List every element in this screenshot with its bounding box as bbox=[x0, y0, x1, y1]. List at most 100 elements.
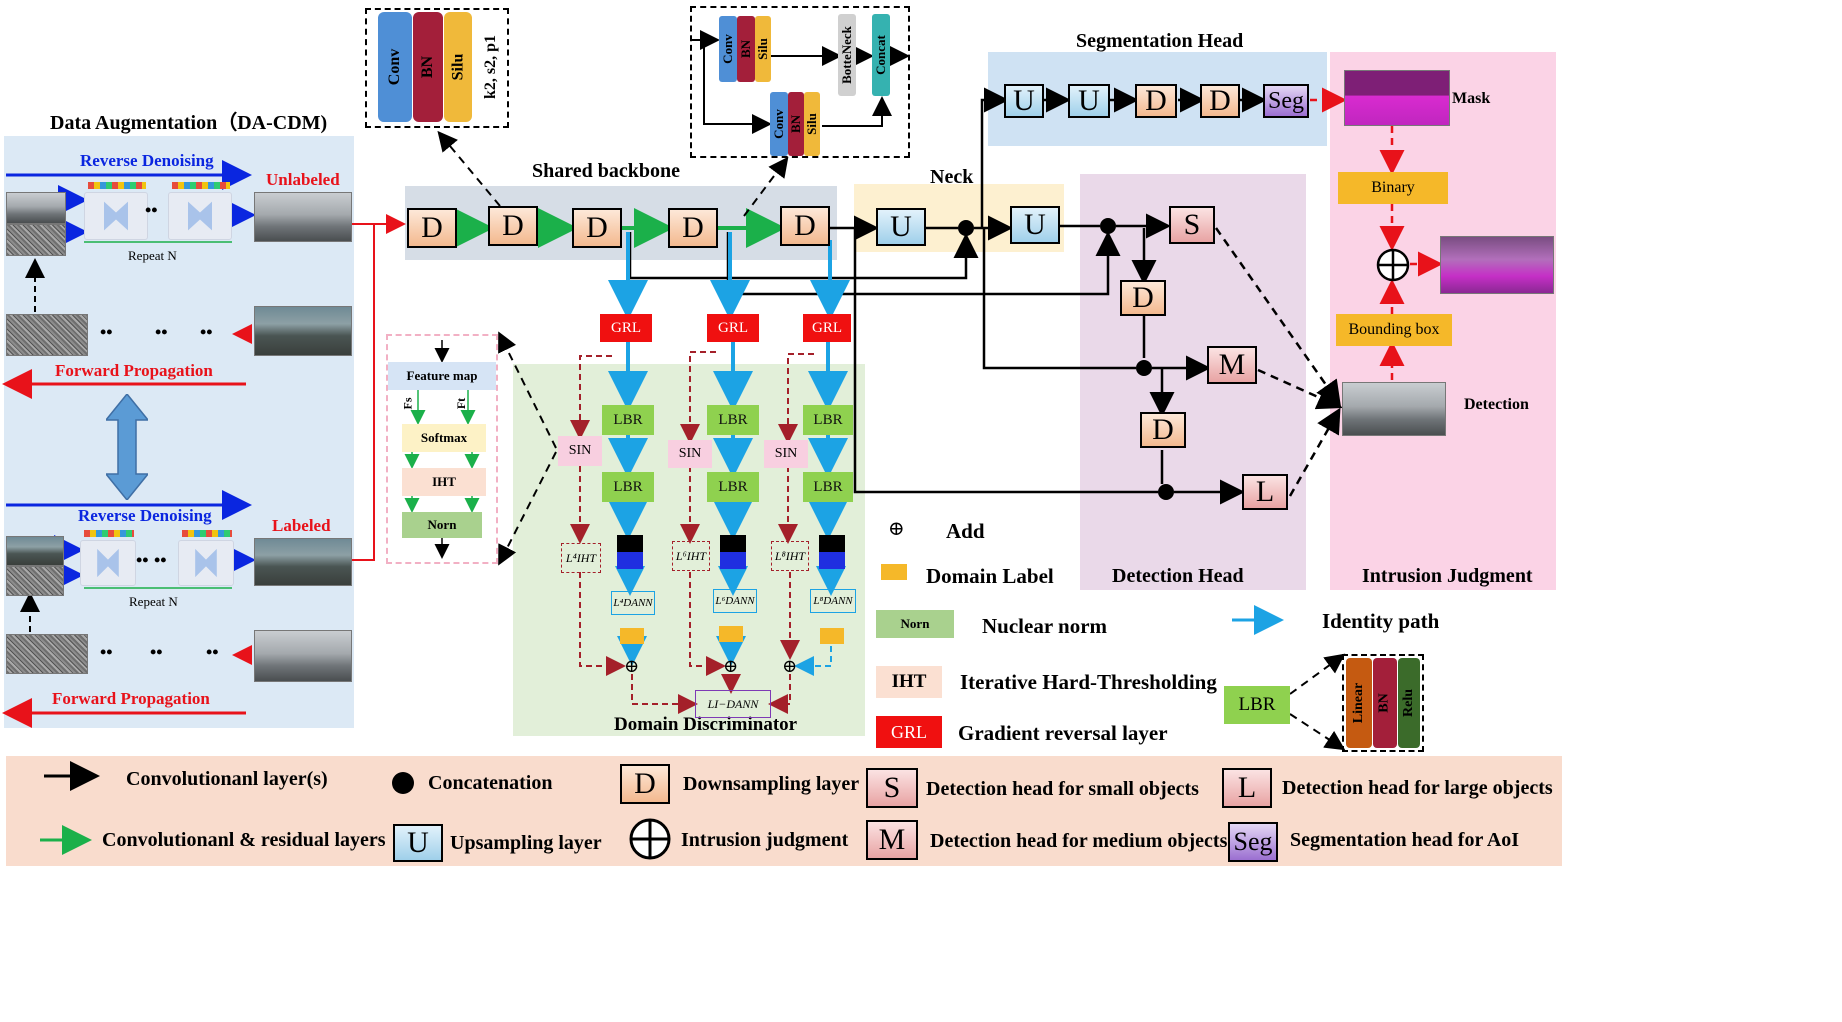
forward-propagation-top: Forward Propagation bbox=[55, 361, 213, 380]
iht-loss-3: L⁸IHT bbox=[771, 541, 809, 571]
bn-layer: BN bbox=[413, 12, 443, 122]
dann-loss-1: L⁴DANN bbox=[611, 591, 655, 615]
unet-icon bbox=[178, 540, 234, 586]
legend-downsample-text: Downsampling layer bbox=[683, 773, 860, 795]
legend-small-text: Detection head for small objects bbox=[926, 778, 1199, 800]
iht-legend-box: IHT bbox=[876, 666, 942, 698]
det-downsample-2: D bbox=[1140, 412, 1186, 448]
output-stack-1 bbox=[617, 535, 643, 569]
reverse-denoising-top: Reverse Denoising bbox=[80, 151, 214, 170]
add-icon-2: ⊕ bbox=[723, 656, 739, 676]
csp-detail-box bbox=[690, 6, 910, 158]
flow-box bbox=[386, 334, 498, 564]
iht-legend-text: Iterative Hard-Thresholding bbox=[960, 670, 1217, 694]
dann-loss-3: L⁸DANN bbox=[810, 589, 856, 613]
silu-layer-label: Silu bbox=[449, 53, 466, 81]
csp-concat: Concat bbox=[872, 14, 890, 96]
mask-image bbox=[1344, 70, 1450, 126]
dots-separator: •• bbox=[150, 642, 163, 662]
double-arrow bbox=[104, 392, 150, 502]
csp-lower-conv: Conv bbox=[770, 92, 788, 156]
sin-block-3: SIN bbox=[764, 440, 808, 468]
add-icon-3: ⊕ bbox=[782, 656, 798, 676]
legend-medium-text: Detection head for medium objects bbox=[930, 830, 1228, 852]
output-stack-2 bbox=[720, 535, 746, 569]
dots-separator: •• bbox=[155, 322, 168, 342]
large-head-block: L bbox=[1242, 474, 1288, 510]
embedding-bar bbox=[84, 530, 134, 537]
legend-conv-res-text: Convolutionanl & residual layers bbox=[102, 829, 386, 851]
grl-block-2: GRL bbox=[707, 314, 759, 342]
domain-label-1 bbox=[620, 628, 644, 644]
legend-seg-icon: Seg bbox=[1228, 822, 1278, 862]
det-downsample-1: D bbox=[1120, 280, 1166, 316]
unet-icon bbox=[80, 540, 136, 586]
linear-layer: Linear bbox=[1346, 658, 1372, 748]
csp-bottleneck: BotteNeck bbox=[838, 14, 856, 96]
small-head-block: S bbox=[1169, 206, 1215, 244]
conv-layer: Conv bbox=[378, 12, 412, 122]
domain-label-legend-icon bbox=[881, 564, 907, 580]
add-legend-text: Add bbox=[946, 519, 985, 543]
legend-downsample-icon: D bbox=[620, 764, 670, 804]
relu-layer: Relu bbox=[1398, 658, 1420, 748]
detection-label: Detection bbox=[1464, 396, 1529, 413]
upsample-block-1: U bbox=[876, 208, 926, 246]
legend-conv-text: Convolutionanl layer(s) bbox=[126, 768, 328, 790]
da-image-noise-bottom bbox=[6, 566, 64, 596]
grl-legend-box: GRL bbox=[876, 716, 942, 748]
lbr-legend-box: LBR bbox=[1224, 686, 1290, 724]
labeled-image bbox=[254, 538, 352, 586]
seg-upsample-1: U bbox=[1004, 84, 1044, 118]
add-icon-1: ⊕ bbox=[624, 656, 640, 676]
binary-box: Binary bbox=[1338, 172, 1448, 204]
lbr-block-3a: LBR bbox=[803, 405, 853, 435]
unlabeled-image bbox=[254, 192, 352, 242]
seg-head-title: Segmentation Head bbox=[1076, 30, 1244, 52]
bn-layer-legend: BN bbox=[1373, 658, 1397, 748]
dann-loss-2: L⁶DANN bbox=[713, 589, 757, 613]
silu-layer: Silu bbox=[444, 12, 472, 122]
csp-lower-bn: BN bbox=[788, 92, 804, 156]
forward-propagation-bottom: Forward Propagation bbox=[52, 689, 210, 708]
labeled-label: Labeled bbox=[272, 516, 331, 535]
foggy-image-bottom bbox=[254, 630, 352, 682]
legend-seg-text: Segmentation head for AoI bbox=[1290, 829, 1520, 851]
identity-path-text: Identity path bbox=[1322, 609, 1440, 633]
dots-separator: •• bbox=[145, 200, 158, 220]
unet-icon bbox=[84, 192, 148, 240]
conv-detail-box bbox=[365, 8, 509, 128]
lbr-block-1b: LBR bbox=[602, 472, 654, 502]
lbr-block-2b: LBR bbox=[707, 472, 759, 502]
upsample-block-2: U bbox=[1010, 206, 1060, 244]
da-image-noise-top bbox=[6, 224, 66, 256]
embedding-bar bbox=[182, 530, 232, 537]
domain-label-2 bbox=[719, 626, 743, 642]
legend-upsample-text: Upsampling layer bbox=[450, 832, 602, 854]
domain-label-legend-text: Domain Label bbox=[926, 564, 1054, 588]
unet-icon bbox=[168, 192, 232, 240]
legend-concat-text: Concatenation bbox=[428, 772, 553, 794]
ft-label: Ft bbox=[454, 397, 469, 410]
legend-upsample-icon: U bbox=[393, 824, 443, 862]
conv-layer-label: Conv bbox=[386, 48, 404, 86]
add-legend-icon: ⊕ bbox=[888, 518, 905, 540]
legend-panel bbox=[6, 756, 1562, 866]
medium-head-block: M bbox=[1207, 346, 1257, 384]
dots-separator: •• bbox=[136, 550, 149, 570]
da-image-street-bottom bbox=[6, 536, 64, 566]
feature-map-box: Feature map bbox=[388, 362, 496, 390]
downsample-block-4: D bbox=[668, 208, 718, 248]
detection-image bbox=[1342, 382, 1446, 436]
softmax-box: Softmax bbox=[402, 424, 486, 452]
conv-params: k2, s2, p1 bbox=[482, 34, 499, 100]
legend-small-icon: S bbox=[866, 768, 918, 808]
seg-block: Seg bbox=[1263, 84, 1309, 118]
neck-title: Neck bbox=[930, 166, 974, 188]
bounding-box-box: Bounding box bbox=[1336, 314, 1452, 346]
legend-intrusion-icon bbox=[629, 818, 671, 860]
legend-medium-icon: M bbox=[866, 820, 918, 860]
intrusion-result-image bbox=[1440, 236, 1554, 294]
csp-lower-silu: Silu bbox=[804, 92, 820, 156]
